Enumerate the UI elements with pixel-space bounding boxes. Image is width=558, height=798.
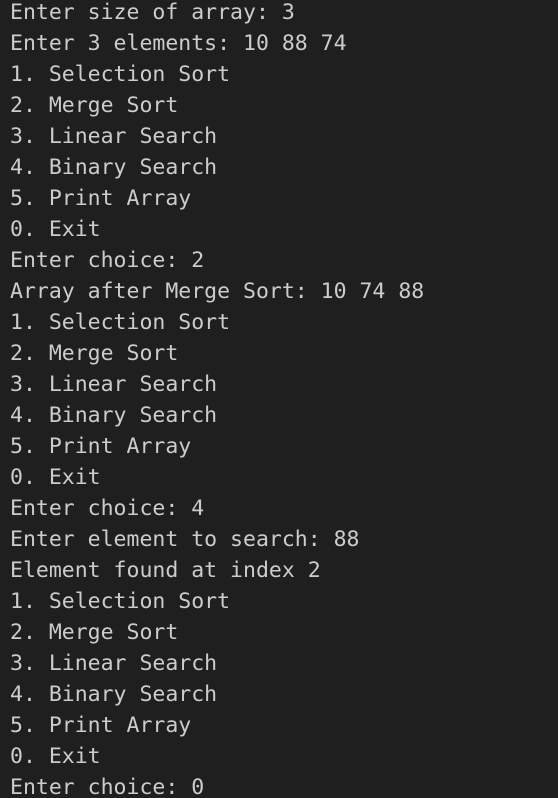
menu-item-exit: 0. Exit — [10, 465, 101, 490]
terminal-output: Enter size of array: 3 Enter 3 elements:… — [10, 0, 424, 798]
menu-item-binary-search: 4. Binary Search — [10, 403, 218, 428]
prompt-choice: Enter choice: 4 — [10, 496, 205, 521]
menu-item-linear-search: 3. Linear Search — [10, 372, 218, 397]
prompt-search-element: Enter element to search: 88 — [10, 527, 360, 552]
menu-item-merge-sort: 2. Merge Sort — [10, 93, 179, 118]
menu-item-selection-sort: 1. Selection Sort — [10, 310, 231, 335]
prompt-array-size: Enter size of array: 3 — [10, 0, 295, 25]
menu-item-selection-sort: 1. Selection Sort — [10, 589, 231, 614]
search-result: Element found at index 2 — [10, 558, 321, 583]
menu-item-linear-search: 3. Linear Search — [10, 124, 218, 149]
merge-sort-result: Array after Merge Sort: 10 74 88 — [10, 279, 425, 304]
menu-item-binary-search: 4. Binary Search — [10, 682, 218, 707]
menu-item-exit: 0. Exit — [10, 744, 101, 769]
menu-item-print-array: 5. Print Array — [10, 713, 192, 738]
menu-item-linear-search: 3. Linear Search — [10, 651, 218, 676]
menu-item-exit: 0. Exit — [10, 217, 101, 242]
prompt-choice: Enter choice: 0 — [10, 775, 205, 798]
menu-item-merge-sort: 2. Merge Sort — [10, 620, 179, 645]
menu-item-selection-sort: 1. Selection Sort — [10, 62, 231, 87]
menu-item-print-array: 5. Print Array — [10, 434, 192, 459]
menu-item-binary-search: 4. Binary Search — [10, 155, 218, 180]
menu-item-print-array: 5. Print Array — [10, 186, 192, 211]
menu-item-merge-sort: 2. Merge Sort — [10, 341, 179, 366]
prompt-elements: Enter 3 elements: 10 88 74 — [10, 31, 347, 56]
prompt-choice: Enter choice: 2 — [10, 248, 205, 273]
